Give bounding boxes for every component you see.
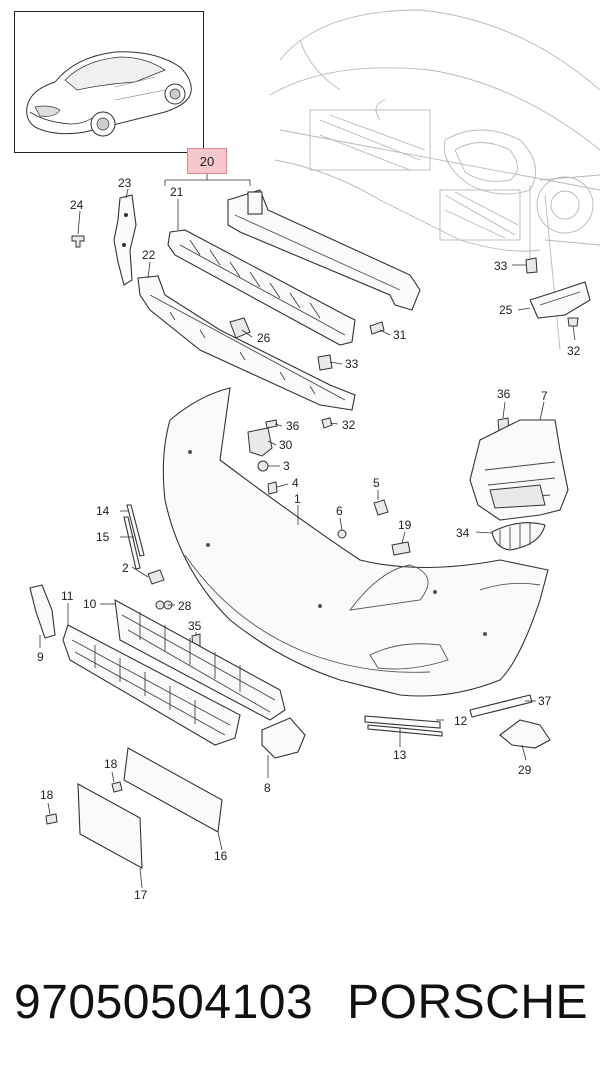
callout-35: 35 — [188, 619, 202, 633]
corner-bracket-9 — [29, 584, 56, 639]
callout-20-highlighted: 20 — [187, 148, 227, 174]
side-bracket — [113, 194, 137, 286]
callout-25: 25 — [499, 303, 513, 317]
callout-11: 11 — [61, 589, 74, 603]
callout-26: 26 — [257, 331, 271, 345]
callout-1: 1 — [294, 492, 301, 506]
small-fasteners — [45, 257, 579, 825]
vehicle-overview-inset — [14, 11, 204, 153]
leader-lines — [39, 188, 576, 889]
corner-bracket-8 — [261, 717, 306, 759]
trim-strips — [123, 504, 145, 570]
callout-37: 37 — [538, 694, 552, 708]
callout-33b: 33 — [494, 259, 508, 273]
callout-36b: 36 — [497, 387, 511, 401]
callout-21: 21 — [170, 185, 184, 199]
footer: 97050504103 PORSCHE — [0, 975, 600, 1045]
callout-8: 8 — [264, 781, 271, 795]
callout-24: 24 — [70, 198, 84, 212]
callout-12: 12 — [454, 714, 468, 728]
callout-34: 34 — [456, 526, 470, 540]
clip-24 — [71, 235, 85, 248]
callout-4: 4 — [292, 476, 299, 490]
parts-exploded-diagram: 1 2 3 4 5 6 7 8 9 10 11 12 13 14 15 16 1… — [29, 9, 600, 902]
grille-outer — [62, 624, 241, 746]
impact-absorber — [167, 229, 356, 346]
callout-22: 22 — [142, 248, 156, 262]
callout-18a: 18 — [104, 757, 118, 771]
callout-32b: 32 — [567, 344, 581, 358]
bumper-cover — [162, 387, 549, 697]
callout-labels: 1 2 3 4 5 6 7 8 9 10 11 12 13 14 15 16 1… — [37, 176, 581, 902]
callout-30: 30 — [279, 438, 293, 452]
callout-31: 31 — [393, 328, 407, 342]
callout-13: 13 — [393, 748, 407, 762]
grille-insert-34 — [491, 522, 546, 551]
callout-3: 3 — [283, 459, 290, 473]
callout-36a: 36 — [286, 419, 300, 433]
callout-15: 15 — [96, 530, 110, 544]
callout-7: 7 — [541, 389, 548, 403]
callout-16: 16 — [214, 849, 228, 863]
car-overview-icon — [26, 51, 192, 137]
callout-18b: 18 — [40, 788, 54, 802]
callout-33a: 33 — [345, 357, 359, 371]
bumper-carrier-lower — [137, 275, 356, 411]
plate-holder-17 — [77, 783, 143, 869]
callout-6: 6 — [336, 504, 343, 518]
callout-10: 10 — [83, 597, 97, 611]
callout-28: 28 — [178, 599, 192, 613]
side-bracket-right — [529, 281, 591, 319]
car-front-ghost-drawing — [269, 9, 600, 351]
callout-5: 5 — [373, 476, 380, 490]
lower-strips — [364, 694, 533, 737]
air-duct — [469, 419, 569, 521]
lower-grille — [114, 599, 286, 721]
callout-14: 14 — [96, 504, 110, 518]
group-20-bracket — [164, 174, 251, 186]
callout-29: 29 — [518, 763, 532, 777]
callout-19: 19 — [398, 518, 412, 532]
part-number: 97050504103 — [14, 976, 314, 1029]
callout-23: 23 — [118, 176, 132, 190]
bumper-carrier-upper — [227, 189, 421, 311]
brand-name: PORSCHE — [347, 976, 588, 1029]
callout-32a: 32 — [342, 418, 356, 432]
bracket-29 — [499, 719, 551, 749]
callout-9: 9 — [37, 650, 44, 664]
callout-2: 2 — [122, 561, 129, 575]
callout-17: 17 — [134, 888, 148, 902]
